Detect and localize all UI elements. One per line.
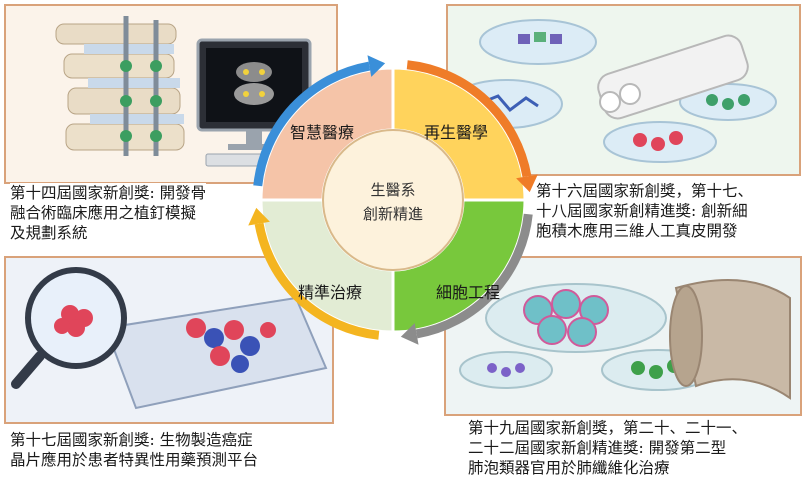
caption-line: 胞積木應用三維人工真皮開發 — [536, 222, 738, 240]
center-label-line2: 創新精進 — [363, 205, 423, 223]
cycle-arrowhead-precision — [248, 207, 270, 226]
caption-line: 第十九屆國家新創獎，第二十、二十一、 — [468, 419, 748, 437]
scaffold-illustration — [597, 34, 749, 120]
center-label-line1: 生醫系 — [370, 181, 415, 199]
magnifier-illustration — [11, 267, 127, 389]
caption-line: 融合術臨床應用之植釘模擬 — [10, 204, 197, 222]
cycle-arrow-arc-smart — [253, 61, 371, 187]
caption-line: 肺泡類器官用於肺纖維化治療 — [468, 459, 670, 477]
center-circle — [322, 129, 464, 271]
panel-smart-medicine-illustration — [4, 4, 338, 184]
cycle-arrowhead-smart — [367, 55, 386, 77]
caption-line: 及規劃系統 — [10, 224, 88, 242]
panel-cell-engineering-illustration — [444, 256, 802, 416]
cycle-label-precision: 精準治療 — [298, 283, 362, 302]
cycle-arrowhead-regen — [516, 174, 538, 193]
spine-illustration — [55, 16, 185, 156]
monitor-illustration — [196, 38, 312, 167]
caption-cell-engineering: 第十九屆國家新創獎，第二十、二十一、 二十二屆國家新創精進獎: 開發第二型 肺泡… — [468, 418, 748, 478]
caption-line: 第十六屆國家新創獎，第十七、 — [536, 182, 754, 200]
cycle-label-smart: 智慧醫療 — [290, 123, 354, 142]
caption-line: 第十七屆國家新創獎: 生物製造癌症 — [10, 431, 253, 449]
caption-smart-medicine: 第十四屆國家新創獎: 開發骨 融合術臨床應用之植釘模擬 及規劃系統 — [10, 183, 207, 243]
cycle-arrowhead-cell — [400, 323, 419, 345]
cycle-label-regen: 再生醫學 — [424, 123, 488, 142]
caption-line: 晶片應用於患者特異性用藥預測平台 — [10, 451, 259, 469]
chip-illustration — [104, 296, 328, 410]
panel-precision-illustration — [4, 256, 334, 424]
caption-line: 二十二屆國家新創精進獎: 開發第二型 — [468, 439, 727, 457]
cycle-label-cell: 細胞工程 — [436, 283, 500, 302]
tissue-roll-illustration — [669, 279, 791, 400]
caption-line: 第十四屆國家新創獎: 開發骨 — [10, 184, 207, 202]
cycle-arrow-arc-regen — [406, 60, 532, 178]
caption-precision-therapy: 第十七屆國家新創獎: 生物製造癌症 晶片應用於患者特異性用藥預測平台 — [10, 430, 259, 470]
cycle-arrow-arc-precision — [254, 222, 380, 340]
caption-line: 十八屆國家新創精進獎: 創新細 — [536, 202, 748, 220]
caption-regenerative-medicine: 第十六屆國家新創獎，第十七、 十八屆國家新創精進獎: 創新細 胞積木應用三維人工… — [536, 181, 754, 241]
cycle-arrow-arc-cell — [415, 213, 533, 339]
